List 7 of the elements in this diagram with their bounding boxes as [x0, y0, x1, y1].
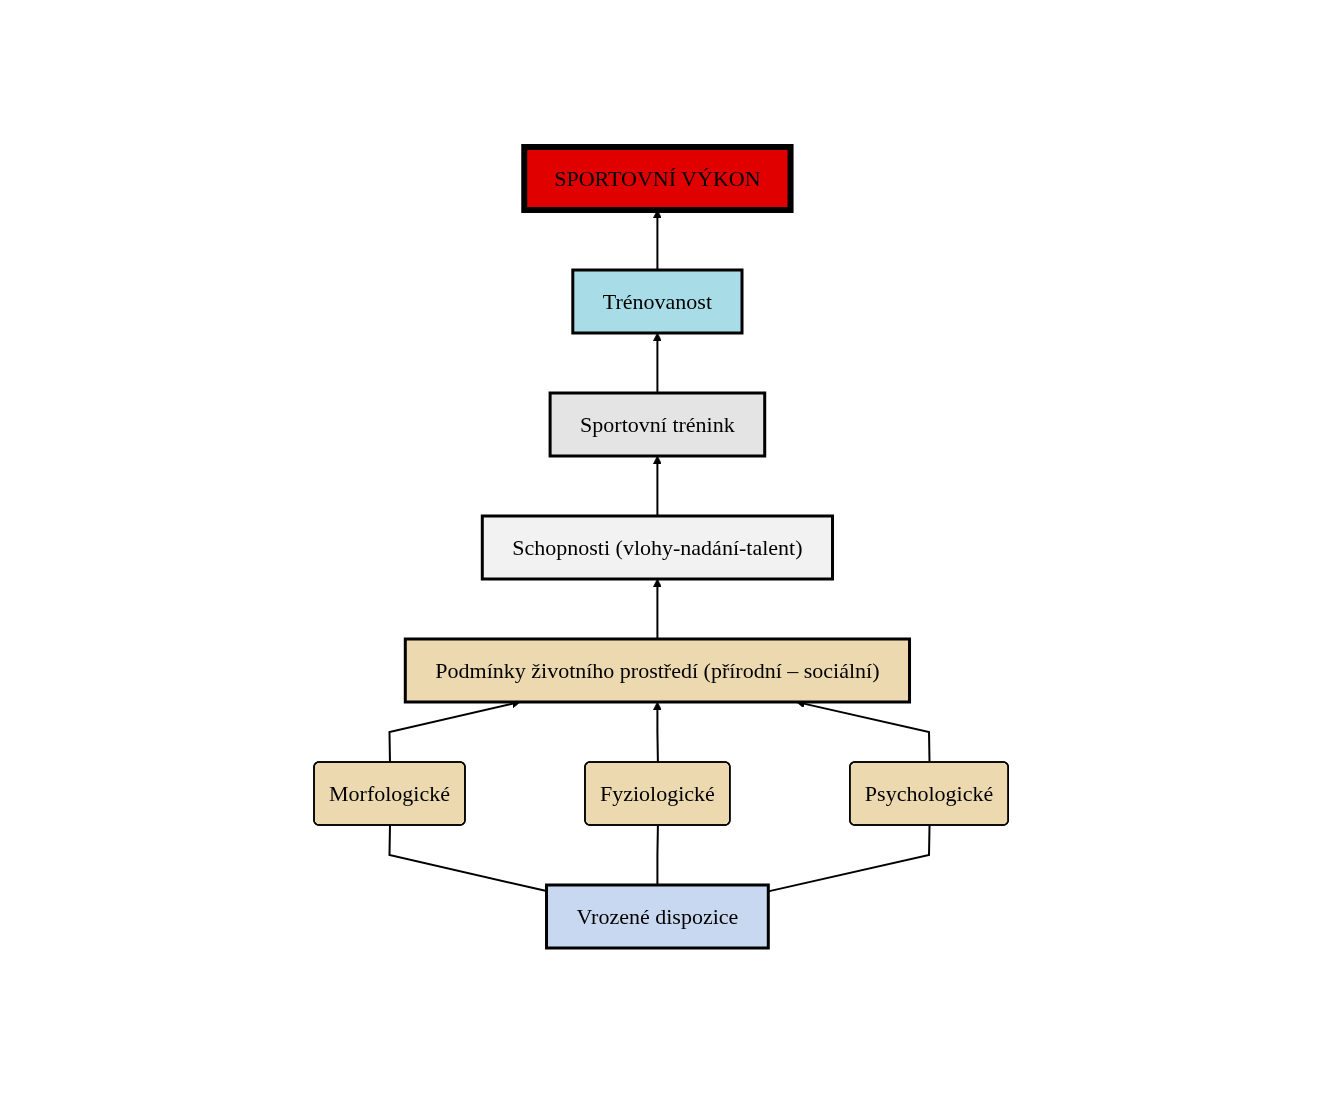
connector: [656, 824, 659, 886]
node-box: Podmínky životního prostředí (přírodní – sociální): [403, 637, 911, 704]
node-box: Trénovanost: [571, 268, 744, 335]
node-box: Sportovní trénink: [548, 391, 767, 458]
node-box: SPORTOVNÍ VÝKON: [521, 144, 794, 213]
node-box: Vrozené dispozice: [544, 883, 770, 950]
node-box: Schopnosti (vlohy-nadání-talent): [480, 514, 834, 581]
